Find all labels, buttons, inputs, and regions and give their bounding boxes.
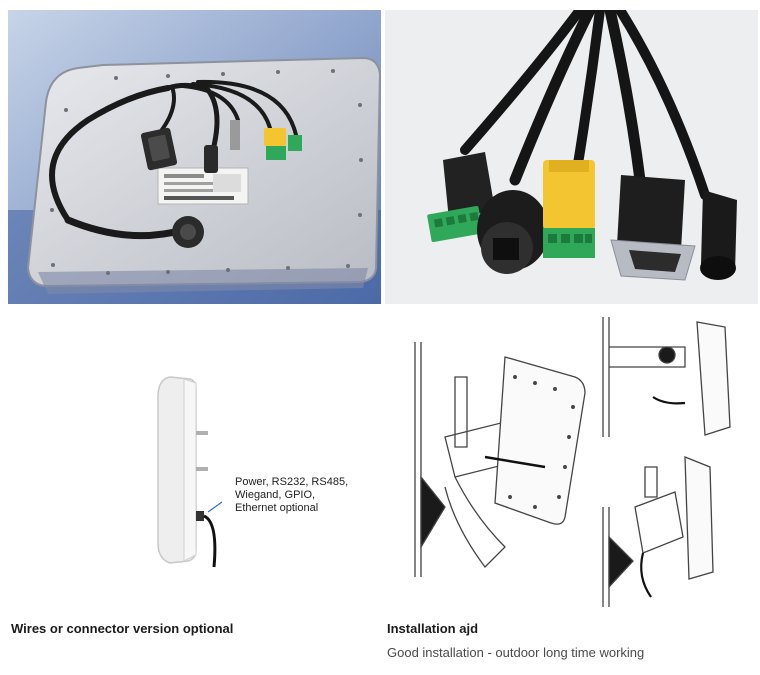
cables-photo — [385, 10, 758, 304]
reader-photo — [8, 10, 381, 304]
installation-subcaption: Good installation - outdoor long time wo… — [387, 645, 645, 660]
installation-diagram — [385, 317, 758, 607]
installation-diagram-icon — [385, 317, 758, 607]
reader-side-view-drawing-icon — [8, 317, 381, 607]
interface-options-callout: Power, RS232, RS485, Wiegand, GPIO, Ethe… — [235, 476, 349, 514]
connector-cables-photo-icon — [385, 10, 758, 304]
installation-caption: Installation ajd — [387, 621, 479, 636]
side-view-drawing — [8, 317, 381, 607]
antenna-reader-photo-icon — [8, 10, 381, 304]
wires-caption: Wires or connector version optional — [11, 621, 234, 636]
